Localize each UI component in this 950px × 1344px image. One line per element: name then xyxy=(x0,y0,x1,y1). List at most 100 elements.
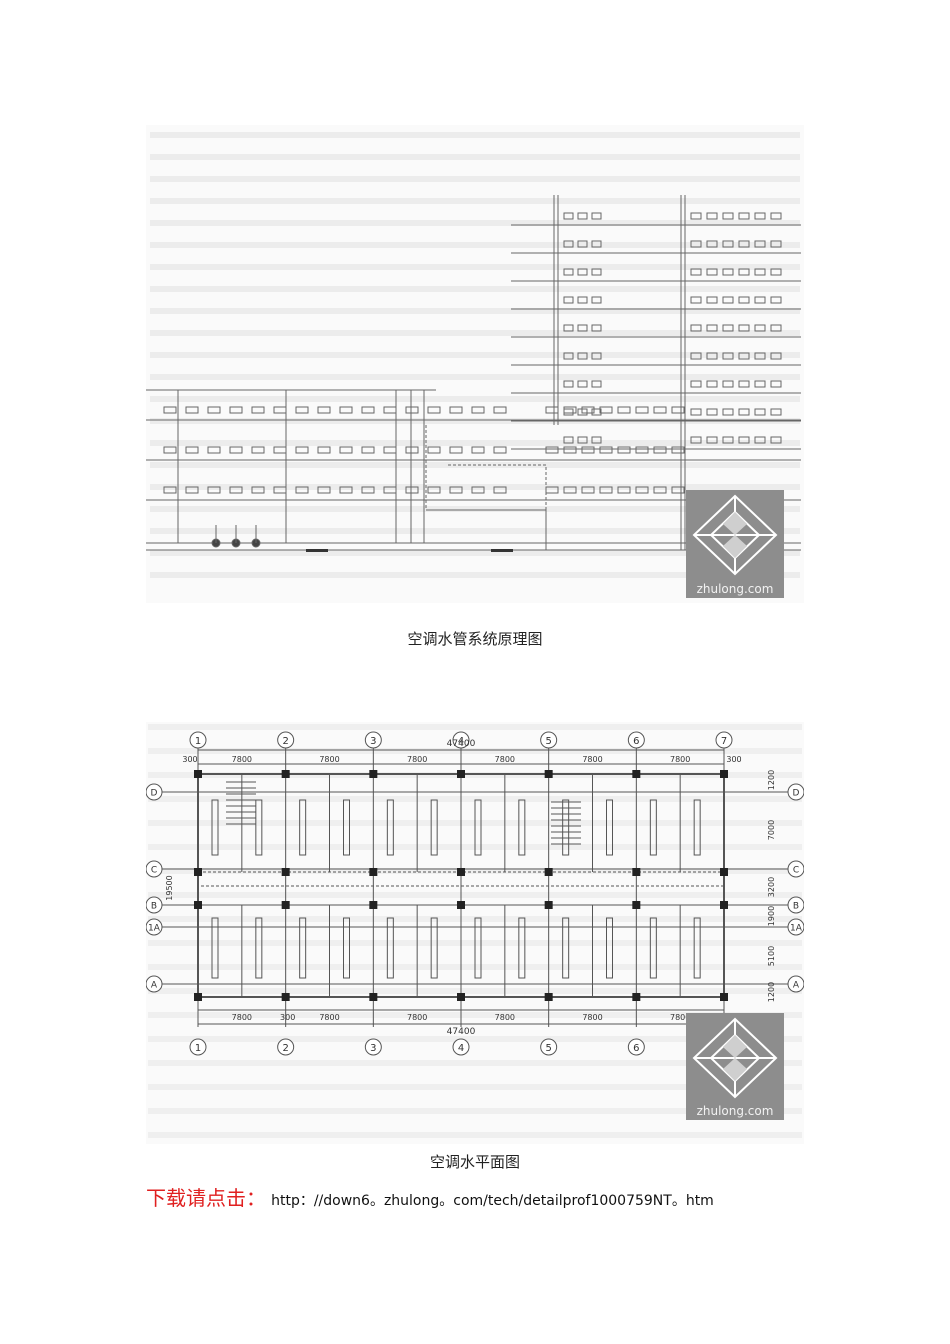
fan-coil-unit xyxy=(722,324,734,332)
fan-coil-unit xyxy=(754,296,766,304)
fan-coil-unit xyxy=(474,917,482,979)
fan-coil-unit xyxy=(405,406,419,414)
fan-coil-unit xyxy=(671,486,685,494)
column-axis-label: 5 xyxy=(545,1043,551,1054)
fan-coil-unit xyxy=(738,240,750,248)
fan-coil-unit xyxy=(343,917,350,979)
bay-dimension-label: 300 xyxy=(726,755,741,764)
row-axis-label: 1A xyxy=(148,924,161,934)
plan-linework xyxy=(146,724,804,1138)
fan-coil-unit xyxy=(591,296,602,304)
fan-coil-unit xyxy=(518,799,526,856)
row-axis-label: 1A xyxy=(790,924,803,934)
fan-coil-unit xyxy=(563,324,574,332)
fan-coil-unit xyxy=(493,446,507,454)
structural-column xyxy=(369,868,378,876)
fan-coil-unit xyxy=(163,486,177,494)
fan-coil-unit xyxy=(386,917,394,979)
zhulong-logo-icon xyxy=(692,494,778,576)
structural-column xyxy=(720,993,728,1001)
fan-coil-unit xyxy=(343,799,350,856)
column-axis-label: 3 xyxy=(370,1043,376,1054)
fan-coil-unit xyxy=(317,486,331,494)
row-axis-bubble xyxy=(146,896,163,914)
column-axis-bubble xyxy=(364,731,382,749)
fan-coil-unit xyxy=(722,436,734,444)
fan-coil-unit xyxy=(207,406,221,414)
column-axis-bubble xyxy=(364,1038,382,1056)
fan-coil-unit xyxy=(722,268,734,276)
fan-coil-unit xyxy=(770,408,782,416)
fan-coil-unit xyxy=(295,446,309,454)
row-axis-bubble xyxy=(146,918,163,936)
fan-coil-unit xyxy=(563,352,574,360)
fan-coil-unit xyxy=(581,486,595,494)
fan-coil-unit xyxy=(722,240,734,248)
fan-coil-unit xyxy=(185,406,199,414)
fan-coil-unit xyxy=(383,446,397,454)
fan-coil-unit xyxy=(599,446,613,454)
fan-coil-unit xyxy=(211,917,219,979)
bay-dimension-label: 7800 xyxy=(319,1013,339,1022)
fan-coil-unit xyxy=(617,446,631,454)
fan-coil-unit xyxy=(518,917,526,979)
fan-coil-unit xyxy=(361,446,375,454)
fan-coil-unit xyxy=(563,240,574,248)
structural-column xyxy=(632,901,641,909)
left-dimension-label: 19500 xyxy=(165,875,174,900)
fan-coil-unit xyxy=(299,799,307,856)
fan-coil-unit xyxy=(545,406,559,414)
fan-coil-unit xyxy=(754,268,766,276)
zhulong-logo-icon xyxy=(692,1017,778,1099)
column-axis-label: 3 xyxy=(370,736,376,747)
fan-coil-unit xyxy=(693,799,701,856)
row-axis-bubble xyxy=(146,975,163,993)
bay-dimension-label: 7800 xyxy=(495,1013,515,1022)
fan-coil-unit xyxy=(653,406,667,414)
fan-coil-unit xyxy=(722,352,734,360)
fan-coil-unit xyxy=(706,324,718,332)
fan-coil-unit xyxy=(251,406,265,414)
fan-coil-unit xyxy=(649,799,657,856)
fan-coil-unit xyxy=(754,240,766,248)
fan-coil-unit xyxy=(255,917,263,979)
fan-coil-unit xyxy=(493,486,507,494)
download-link[interactable]: http：//down6。zhulong。com/tech/detailprof… xyxy=(271,1193,714,1209)
fan-coil-unit xyxy=(690,380,702,388)
fan-coil-unit xyxy=(427,486,441,494)
row-axis-bubble xyxy=(787,860,804,878)
fan-coil-unit xyxy=(474,799,482,856)
fan-coil-unit xyxy=(754,324,766,332)
structural-column xyxy=(457,770,465,778)
fan-coil-unit xyxy=(562,799,570,856)
row-axis-bubble xyxy=(787,896,804,914)
row-axis-label: C xyxy=(793,866,799,876)
fan-coil-unit xyxy=(563,380,574,388)
fan-coil-unit xyxy=(738,380,750,388)
watermark-logo: zhulong.com xyxy=(686,1013,784,1120)
bay-dimension-label: 7800 xyxy=(319,755,339,764)
row-axis-label: C xyxy=(151,866,157,876)
fan-coil-unit xyxy=(738,352,750,360)
fan-coil-unit xyxy=(722,408,734,416)
row-axis-bubble xyxy=(787,783,804,801)
watermark-text: zhulong.com xyxy=(696,582,774,596)
fan-coil-unit xyxy=(577,380,588,388)
fan-coil-unit xyxy=(577,240,588,248)
column-axis-bubble xyxy=(277,731,295,749)
fan-coil-unit xyxy=(591,240,602,248)
fan-coil-unit xyxy=(754,352,766,360)
fan-coil-unit xyxy=(255,799,263,856)
fan-coil-unit xyxy=(738,268,750,276)
fan-coil-unit xyxy=(706,436,718,444)
column-axis-label: 7 xyxy=(721,736,727,747)
fan-coil-unit xyxy=(722,296,734,304)
column-axis-bubble xyxy=(452,731,470,749)
fan-coil-unit xyxy=(383,406,397,414)
fan-coil-unit xyxy=(706,212,718,220)
fan-coil-unit xyxy=(738,436,750,444)
fan-coil-unit xyxy=(671,446,685,454)
column-axis-label: 1 xyxy=(195,1043,201,1054)
fan-coil-unit xyxy=(690,212,702,220)
fan-coil-unit xyxy=(770,212,782,220)
